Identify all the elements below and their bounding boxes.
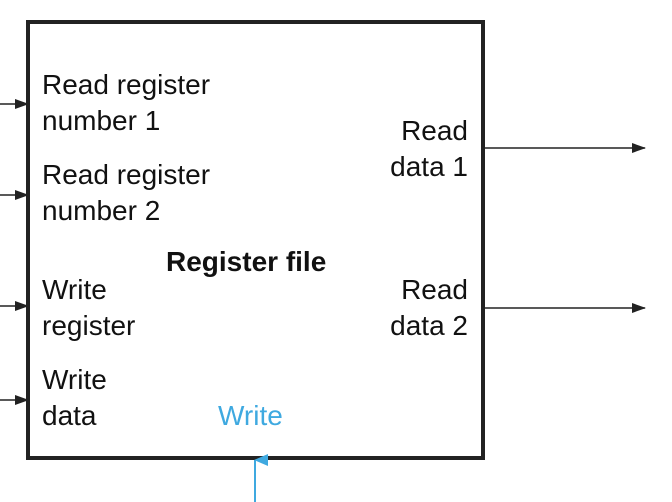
input-label-write-register: Write register [42, 274, 136, 341]
register-file-block [26, 20, 485, 460]
input-label-write-data: Write data [42, 364, 107, 431]
output-label-read-data-1: Read data 1 [390, 115, 468, 182]
input-label-read-register-2: Read register number 2 [42, 159, 211, 226]
input-label-read-register-1: Read register number 1 [42, 69, 211, 136]
control-label-write: Write [218, 400, 283, 431]
output-label-read-data-2: Read data 2 [390, 274, 468, 341]
block-title: Register file [166, 246, 327, 277]
